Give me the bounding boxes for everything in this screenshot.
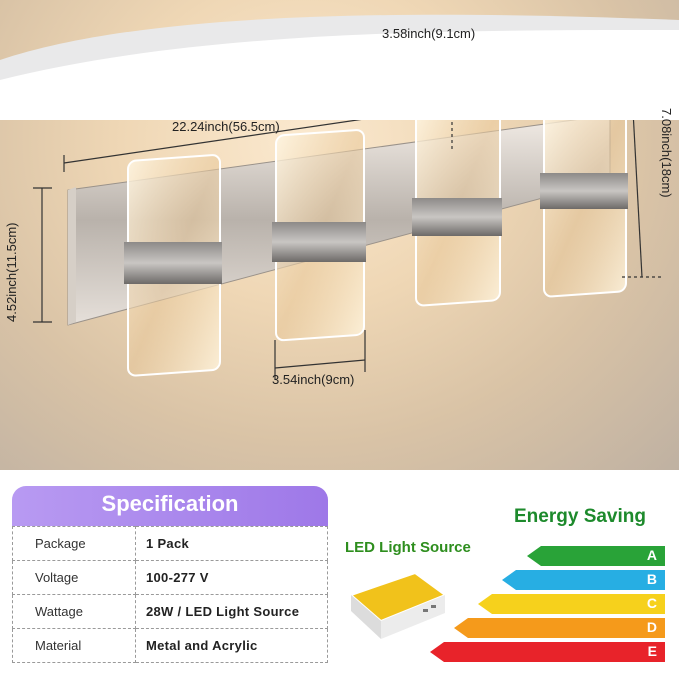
spec-value: Metal and Acrylic: [135, 628, 328, 663]
wave-divider: [0, 14, 679, 120]
table-row: Package 1 Pack: [12, 526, 328, 561]
specification-title: Specification: [101, 491, 239, 516]
energy-saving-title: Energy Saving: [514, 506, 646, 527]
table-row: Wattage 28W / LED Light Source: [12, 594, 328, 629]
spec-key: Wattage: [12, 594, 136, 629]
energy-grade-c: C: [478, 594, 665, 614]
spec-key: Package: [12, 526, 136, 561]
energy-grade-b: B: [502, 570, 665, 590]
specification-panel: Specification Package 1 Pack Voltage 100…: [12, 486, 328, 666]
specification-header: Specification: [12, 486, 328, 526]
energy-grade-d: D: [454, 618, 665, 638]
glass-shade-3: [412, 104, 502, 307]
spec-key: Material: [12, 628, 136, 663]
glass-shade-2: [272, 129, 366, 342]
spec-key: Voltage: [12, 560, 136, 595]
led-chip-icon: [349, 571, 448, 639]
glass-shade-4: [540, 105, 628, 298]
glass-shade-1: [124, 154, 222, 377]
dimension-height-right: 7.08inch(18cm): [659, 108, 674, 198]
specification-table: Package 1 Pack Voltage 100-277 V Wattage…: [12, 526, 328, 663]
product-photo: 22.24inch(56.5cm) 3.58inch(9.1cm) 4.52in…: [0, 0, 679, 470]
vanity-light-illustration: [33, 60, 662, 380]
spec-value: 1 Pack: [135, 526, 328, 561]
dimension-shade-width: 3.54inch(9cm): [272, 372, 355, 387]
spec-value: 28W / LED Light Source: [135, 594, 328, 629]
dimension-width-total: 22.24inch(56.5cm): [172, 119, 280, 134]
energy-grade-e: E: [430, 642, 665, 662]
table-row: Voltage 100-277 V: [12, 560, 328, 595]
dimension-height-left: 4.52inch(11.5cm): [4, 222, 19, 322]
table-row: Material Metal and Acrylic: [12, 628, 328, 663]
energy-grade-a: A: [527, 546, 665, 566]
spec-value: 100-277 V: [135, 560, 328, 595]
led-light-source-label: LED Light Source: [345, 539, 471, 556]
dimension-gap: 3.58inch(9.1cm): [382, 26, 476, 41]
